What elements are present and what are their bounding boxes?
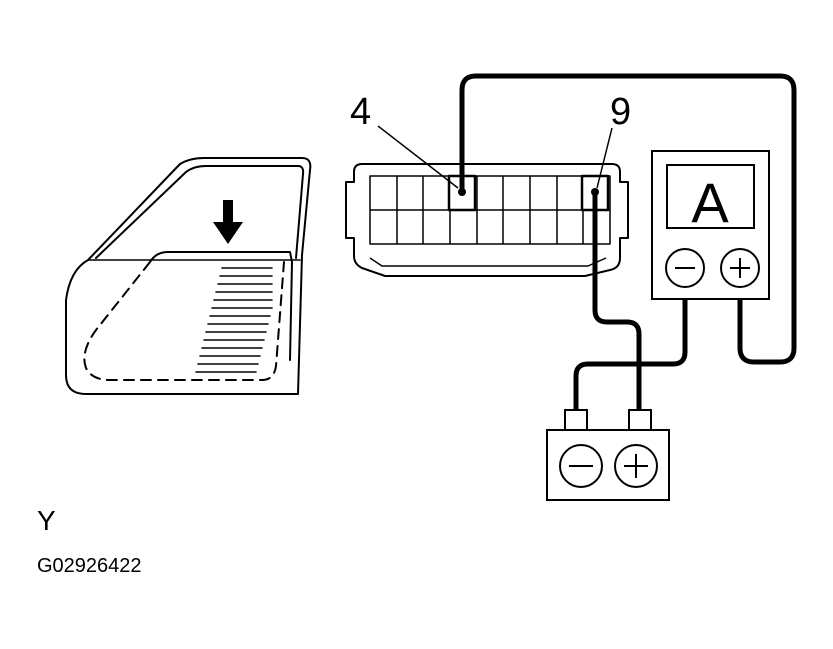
pin-9-leader xyxy=(596,127,613,189)
ammeter-letter: A xyxy=(691,171,729,234)
wire-pin9-to-battery-positive xyxy=(592,189,642,413)
pin-9-label: 9 xyxy=(610,91,631,133)
connector-body xyxy=(345,163,629,277)
battery-positive-terminal xyxy=(628,409,652,431)
window-glass-hidden xyxy=(83,261,285,381)
door-inner-panel xyxy=(149,251,293,361)
door-window-frame xyxy=(95,165,305,259)
connector-inner xyxy=(369,257,607,267)
window-hatching xyxy=(195,267,273,373)
battery-negative-terminal xyxy=(564,409,588,431)
pin-4-label: 4 xyxy=(350,91,371,133)
view-letter: Y xyxy=(37,505,56,536)
arrow-down-icon xyxy=(213,200,243,244)
battery-body xyxy=(546,429,670,501)
wire-meter-negative-to-battery-negative xyxy=(573,283,688,413)
pin-4-leader xyxy=(377,125,459,189)
door-outline xyxy=(65,157,312,395)
diagnostic-connector xyxy=(345,163,629,277)
ammeter-display xyxy=(666,164,755,229)
ammeter xyxy=(651,150,770,300)
figure-id: G02926422 xyxy=(37,555,142,577)
wire-pin4-to-meter-positive xyxy=(459,73,797,365)
connector-pin-grid xyxy=(369,175,611,245)
minus-icon xyxy=(559,444,603,488)
plus-icon xyxy=(614,444,658,488)
car-door xyxy=(65,157,312,395)
battery xyxy=(546,409,670,501)
wires xyxy=(459,73,797,413)
